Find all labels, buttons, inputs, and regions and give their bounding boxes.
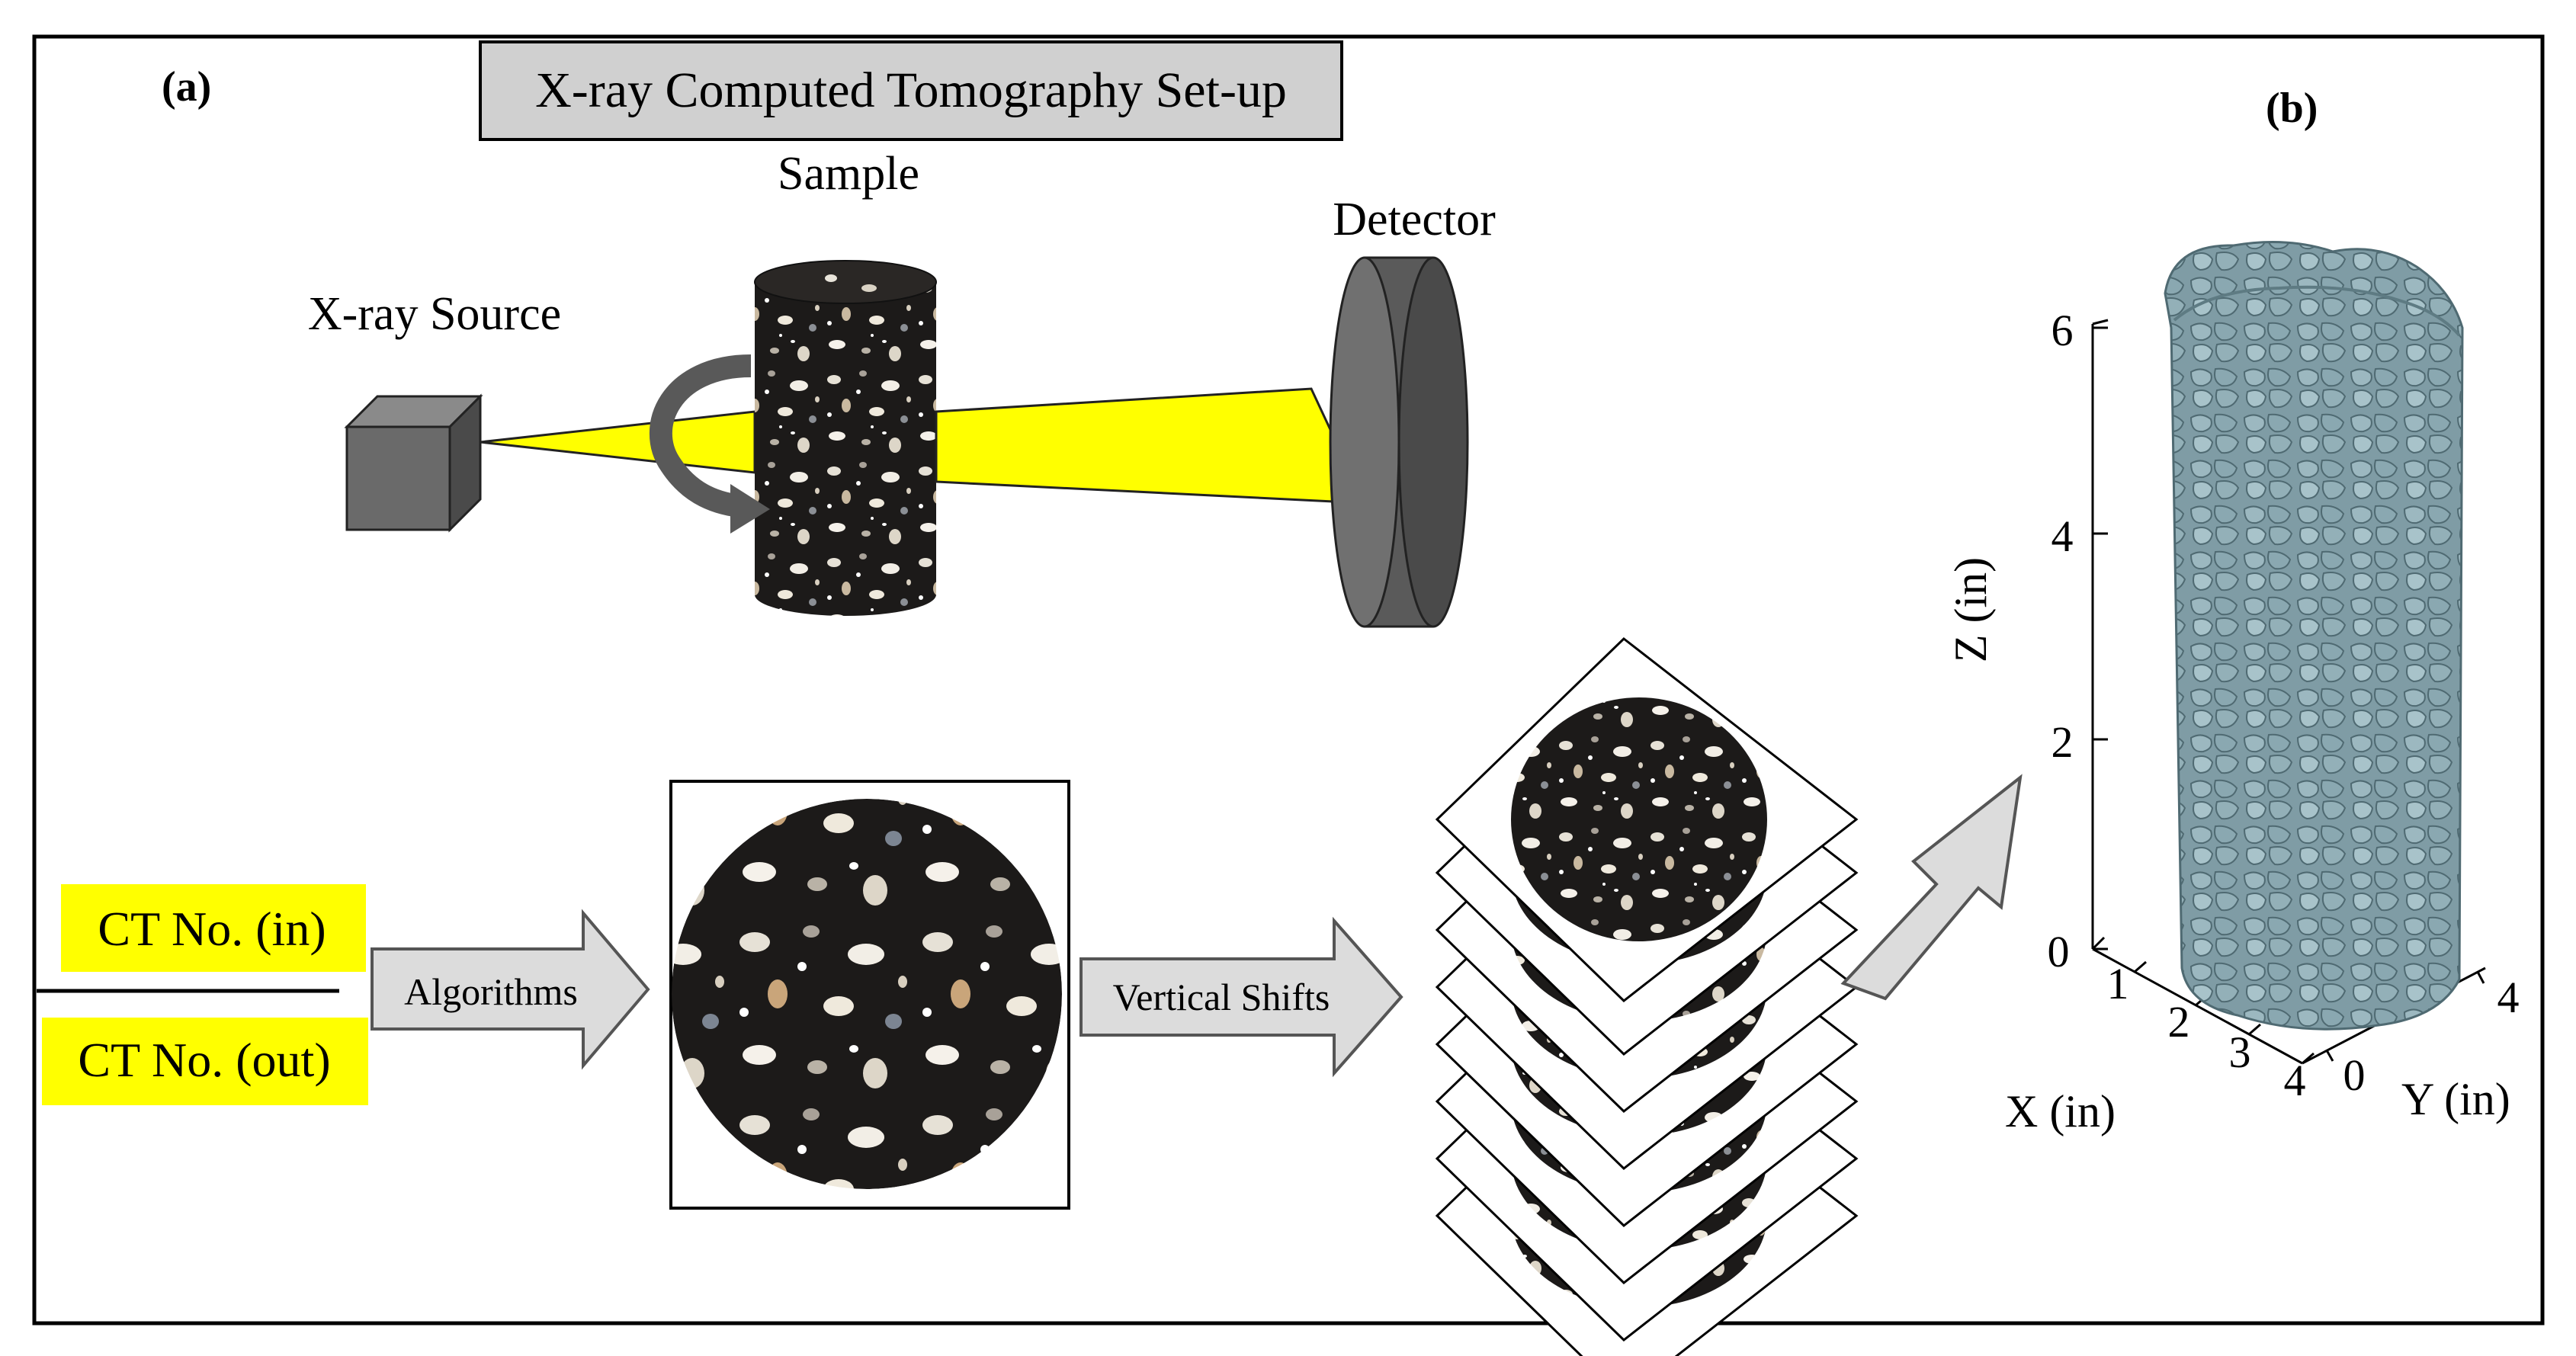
ct-in-label: CT No. (in): [98, 902, 326, 956]
vertical-shifts-arrow: Vertical Shifts: [1079, 916, 1403, 1078]
x-tick-3: 3: [2229, 1027, 2251, 1077]
ct-out-label: CT No. (out): [78, 1033, 330, 1087]
x-tick-4: 4: [2284, 1056, 2306, 1105]
y-tick-4: 4: [2497, 973, 2520, 1022]
vertical-shifts-label: Vertical Shifts: [1113, 976, 1330, 1018]
ct-in-highlight: [61, 884, 366, 972]
setup-title: X-ray Computed Tomography Set-up: [535, 63, 1287, 118]
rotation-arrow: [649, 354, 752, 518]
x-axis-line: [2092, 947, 2303, 1065]
x-tick-2: 2: [2168, 997, 2190, 1047]
source-label: X-ray Source: [308, 288, 561, 340]
z-tick-2: 2: [2051, 717, 2074, 767]
z-tick-4: 4: [2051, 511, 2074, 561]
z-tick-6: 6: [2051, 306, 2074, 355]
setup-title-box: X-ray Computed Tomography Set-up: [479, 40, 1343, 141]
figure-frame: [32, 34, 2545, 1326]
y-tick-0: 0: [2343, 1050, 2366, 1100]
algorithms-arrow: Algorithms: [371, 909, 650, 1070]
z-axis-label: Z (in): [1946, 557, 1996, 662]
z-tick-0: 0: [2048, 927, 2070, 976]
ct-slice-layer: [1435, 637, 1859, 1002]
algorithms-label: Algorithms: [404, 970, 578, 1013]
xray-source-cube: [344, 393, 483, 533]
panel-b-label: (b): [2266, 85, 2318, 132]
specimen-3d: [2164, 241, 2464, 1031]
ct-number-block: CT No. (in) CT No. (out): [37, 884, 368, 1105]
ct-out-highlight: [42, 1018, 368, 1105]
detector-disk: [1329, 256, 1469, 628]
sample-cylinder: [754, 260, 937, 616]
panel-a-label: (a): [162, 63, 211, 111]
slice-stack: [1435, 637, 1859, 1356]
reconstruction-3d: 0 2 4 6 1 2 3 4 0 4 X (in) Y (in) Z (in): [1946, 241, 2520, 1136]
x-axis-label: X (in): [2005, 1086, 2116, 1136]
rotation-arrowhead: [730, 484, 770, 534]
sample-label: Sample: [778, 148, 919, 200]
detector-label: Detector: [1333, 194, 1496, 245]
ct-slice-image: [669, 780, 1070, 1210]
y-axis-label: Y (in): [2401, 1074, 2510, 1124]
reconstruction-arrow: [1840, 774, 2023, 1001]
x-tick-1: 1: [2107, 959, 2129, 1008]
